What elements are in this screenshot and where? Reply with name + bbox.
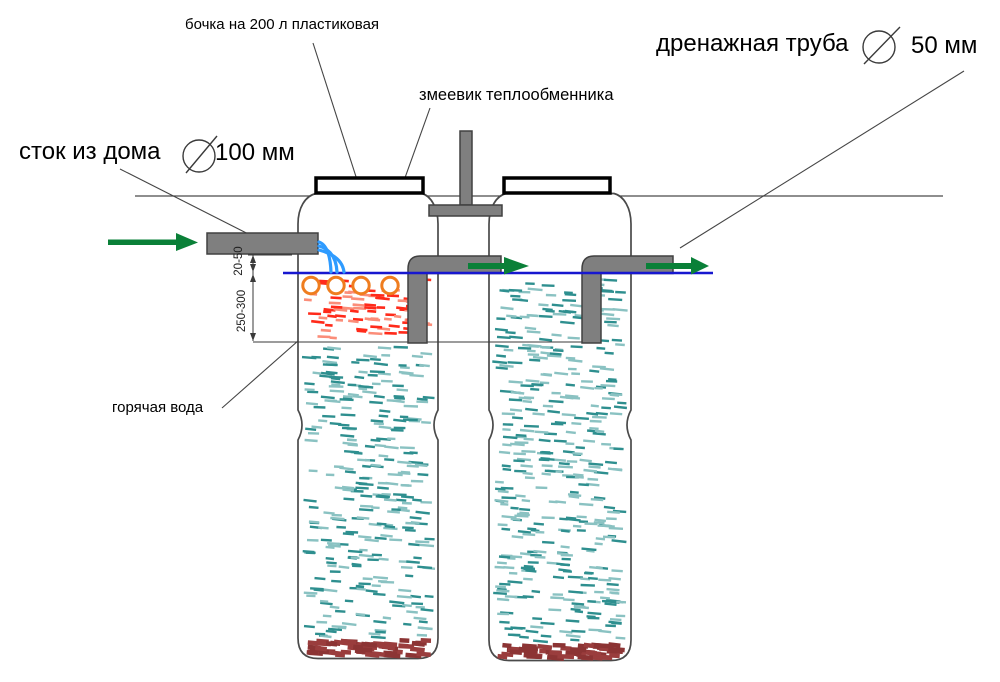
- vent-mount-plate: [428, 204, 503, 217]
- coil-turn-4: [380, 275, 400, 296]
- barrel1-water-dashes: [301, 345, 436, 640]
- house-drain-size: 100 мм: [215, 139, 295, 166]
- dim-arrow-waterline-down: [250, 274, 256, 282]
- barrel2-sediment-dashes: [497, 642, 625, 662]
- dim-arrow-waterline-up: [250, 264, 256, 272]
- drain-pipe-label: дренажная труба: [656, 30, 849, 57]
- diameter-symbol-50: [862, 26, 901, 65]
- heat-coil-label: змеевик теплообменника: [419, 86, 614, 104]
- barrel-label: бочка на 200 л пластиковая: [185, 16, 380, 33]
- inflow-stream-3: [317, 248, 346, 274]
- coil-turn-2: [326, 275, 346, 296]
- diameter-symbol-100: [182, 135, 218, 174]
- drain-pipe-size: 50 мм: [911, 32, 978, 59]
- dim-arrow-top: [250, 255, 256, 263]
- barrel2-water-dashes: [492, 278, 628, 644]
- inlet-flow-arrow: [108, 233, 198, 251]
- vent-riser-pipe: [459, 130, 473, 206]
- house-drain-leader-line: [119, 168, 267, 244]
- outlet-flow-arrow: [646, 257, 709, 275]
- dim-arrow-bottom: [250, 333, 256, 341]
- dim-label-pipe-depth: 250-300: [236, 289, 248, 333]
- house-drain-pipe: [206, 232, 319, 255]
- barrel-1-lid: [314, 176, 425, 195]
- hot-water-label: горячая вода: [112, 399, 204, 416]
- overflow-flow-arrow: [468, 257, 529, 275]
- coil-turn-1: [301, 275, 321, 296]
- overflow-pipe: [407, 255, 502, 344]
- drain-pipe-leader-line: [679, 70, 965, 249]
- coil-turn-3: [351, 275, 371, 296]
- barrel-2-lid: [502, 176, 612, 195]
- house-drain-label: сток из дома: [19, 138, 161, 165]
- barrel1-sediment-dashes: [306, 638, 432, 659]
